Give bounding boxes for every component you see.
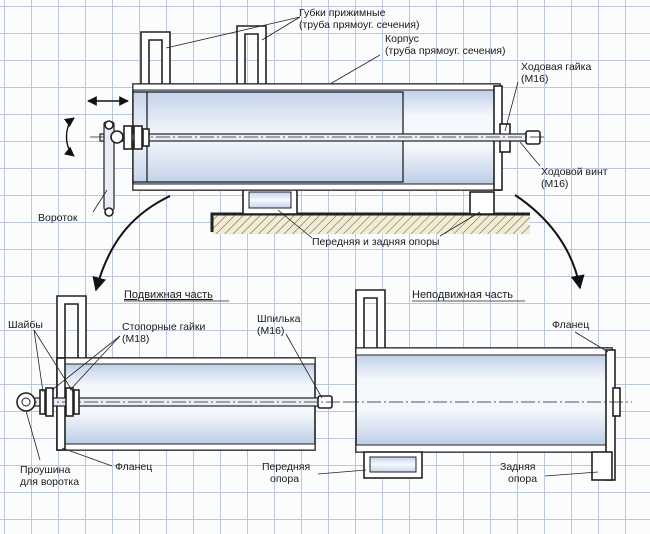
label-jaws-sub: (труба прямоуг. сечения) (299, 19, 420, 31)
rear-support-block (469, 191, 495, 215)
label-flange-left: Фланец (115, 461, 152, 473)
base-hatch (212, 214, 530, 234)
fixed-part-view: Неподвижная часть Фланец Передняя опора … (262, 289, 632, 485)
label-body: Корпус (385, 33, 419, 45)
label-eye-sub: для воротка (20, 476, 79, 488)
label-rear-support-sub: опора (508, 473, 537, 485)
label-stud-sub: (М16) (257, 325, 284, 337)
label-lock-nuts: Стопорные гайки (122, 321, 205, 333)
moving-part-jaw (56, 295, 87, 363)
label-jaws: Губки прижимные (299, 7, 386, 19)
rotation-arrow (63, 117, 75, 157)
label-supports: Передняя и задняя опоры (312, 236, 439, 248)
arrow-to-fixed-part (514, 194, 585, 290)
label-washers: Шайбы (8, 319, 43, 331)
label-lead-screw: Ходовой винт (541, 166, 608, 178)
fixed-part-body (355, 347, 613, 453)
assembled-vise: Губки прижимные (труба прямоуг. сечения)… (38, 7, 608, 292)
label-eye: Проушина (20, 464, 70, 476)
label-rear-support: Задняя (500, 461, 535, 473)
label-handle: Вороток (38, 212, 78, 224)
label-lead-nut-sub: (М16) (521, 73, 548, 85)
label-body-sub: (труба прямоуг. сечения) (385, 45, 506, 57)
handle-eye (110, 130, 124, 144)
title-fixed-part: Неподвижная часть (412, 289, 513, 301)
label-stud: Шпилька (257, 313, 301, 325)
screw-end (525, 130, 541, 145)
moving-part-view: Подвижная часть Шайбы Стопорные гайки (М… (8, 289, 345, 488)
label-lead-nut: Ходовая гайка (521, 61, 591, 73)
base-line (210, 212, 530, 232)
label-front-support: Передняя (262, 461, 310, 473)
label-front-support-sub: опора (270, 473, 299, 485)
lead-screw (99, 133, 531, 142)
fixed-part-jaw (355, 289, 386, 353)
label-flange-right: Фланец (552, 319, 589, 331)
fixed-jaw (236, 25, 267, 89)
title-moving-part: Подвижная часть (124, 289, 213, 301)
label-lead-screw-sub: (М16) (541, 178, 568, 190)
moving-jaw (140, 31, 171, 89)
label-lock-nuts-sub: (М18) (122, 333, 149, 345)
rear-support (591, 451, 613, 481)
arrow-to-moving-part (92, 195, 171, 292)
